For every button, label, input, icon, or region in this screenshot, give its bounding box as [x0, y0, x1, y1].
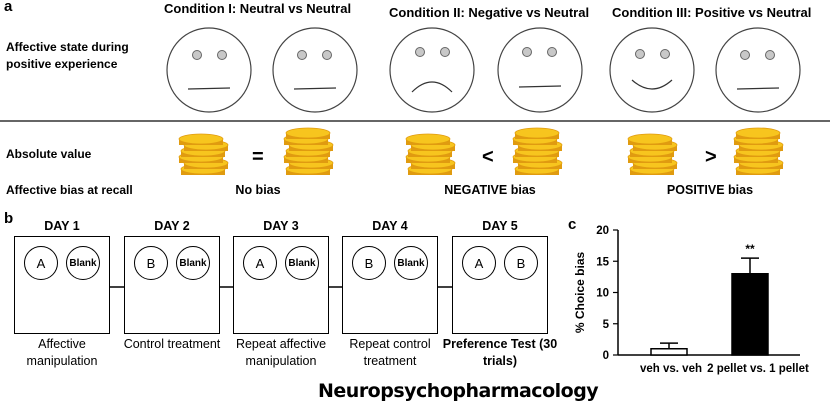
panel-a-letter: a [4, 0, 13, 15]
day-caption: Control treatment [123, 337, 221, 351]
y-tick-label: 0 [603, 350, 609, 362]
significance-label: ** [745, 242, 755, 256]
bias-label-positive: POSITIVE bias [666, 183, 754, 197]
y-tick-label: 20 [596, 225, 609, 237]
y-tick-label: 10 [596, 288, 609, 300]
option-circle-left: A [462, 246, 496, 280]
x-category-label: 2 pellet vs. 1 pellet [707, 363, 809, 375]
day-caption: Repeat affective manipulation [235, 337, 327, 368]
option-circle-right: B [504, 246, 538, 280]
face-smile [609, 27, 695, 113]
coin-stack-3 [405, 133, 456, 175]
option-circle-left: A [24, 246, 58, 280]
coin-stack-5 [627, 133, 678, 175]
option-circle-left: A [243, 246, 277, 280]
operator-greater-than: > [705, 146, 717, 168]
coin-stack-4 [512, 127, 563, 175]
day-title: DAY 1 [44, 219, 80, 233]
option-circle-right: Blank [66, 246, 100, 280]
bias-label-negative: NEGATIVE bias [444, 183, 536, 197]
coin-stack-2 [283, 127, 334, 175]
coin-stack-1 [178, 133, 229, 175]
operator-less-than: < [482, 146, 494, 168]
option-circle-left: B [352, 246, 386, 280]
day-title: DAY 2 [154, 219, 190, 233]
face-neutral-3 [497, 27, 583, 113]
y-tick-label: 5 [603, 319, 610, 331]
day-caption: Preference Test (30 trials) [442, 337, 558, 368]
panel-c-letter: c [568, 216, 577, 233]
panel-b-letter: b [4, 210, 14, 227]
option-circle-right: Blank [394, 246, 428, 280]
operator-equal: = [252, 146, 264, 168]
face-frown [389, 27, 475, 113]
day-title: DAY 3 [263, 219, 299, 233]
condition-2-title: Condition II: Negative vs Neutral [389, 5, 590, 20]
row-label-affective-bias: Affective bias at recall [6, 183, 133, 197]
y-tick-label: 15 [596, 256, 609, 268]
row-label-absolute-value: Absolute value [6, 147, 92, 161]
y-axis-label: % Choice bias [573, 251, 587, 333]
day-title: DAY 4 [372, 219, 408, 233]
coin-stack-6 [733, 127, 784, 175]
option-circle-right: Blank [285, 246, 319, 280]
choice-bias-chart: 0 5 10 15 20 % Choice bias veh vs. veh ** 2 pell… [573, 225, 809, 375]
face-neutral-2 [272, 27, 358, 113]
option-circle-left: B [134, 246, 168, 280]
x-category-label: veh vs. veh [640, 363, 702, 375]
condition-1-title: Condition I: Neutral vs Neutral [164, 1, 352, 16]
option-circle-right: Blank [176, 246, 210, 280]
row-label-affective-state: Affective state during positive experien… [6, 40, 129, 71]
bar-2 [731, 273, 769, 356]
bar-1 [650, 348, 688, 356]
face-neutral-1 [166, 27, 252, 113]
day-caption: Repeat control treatment [349, 337, 431, 368]
journal-name: Neuropsychopharmacology [318, 380, 599, 402]
bias-label-none: No bias [235, 183, 281, 197]
day-caption: Affective manipulation [26, 337, 98, 368]
day-title: DAY 5 [482, 219, 518, 233]
condition-3-title: Condition III: Positive vs Neutral [612, 5, 812, 20]
face-neutral-4 [715, 27, 801, 113]
